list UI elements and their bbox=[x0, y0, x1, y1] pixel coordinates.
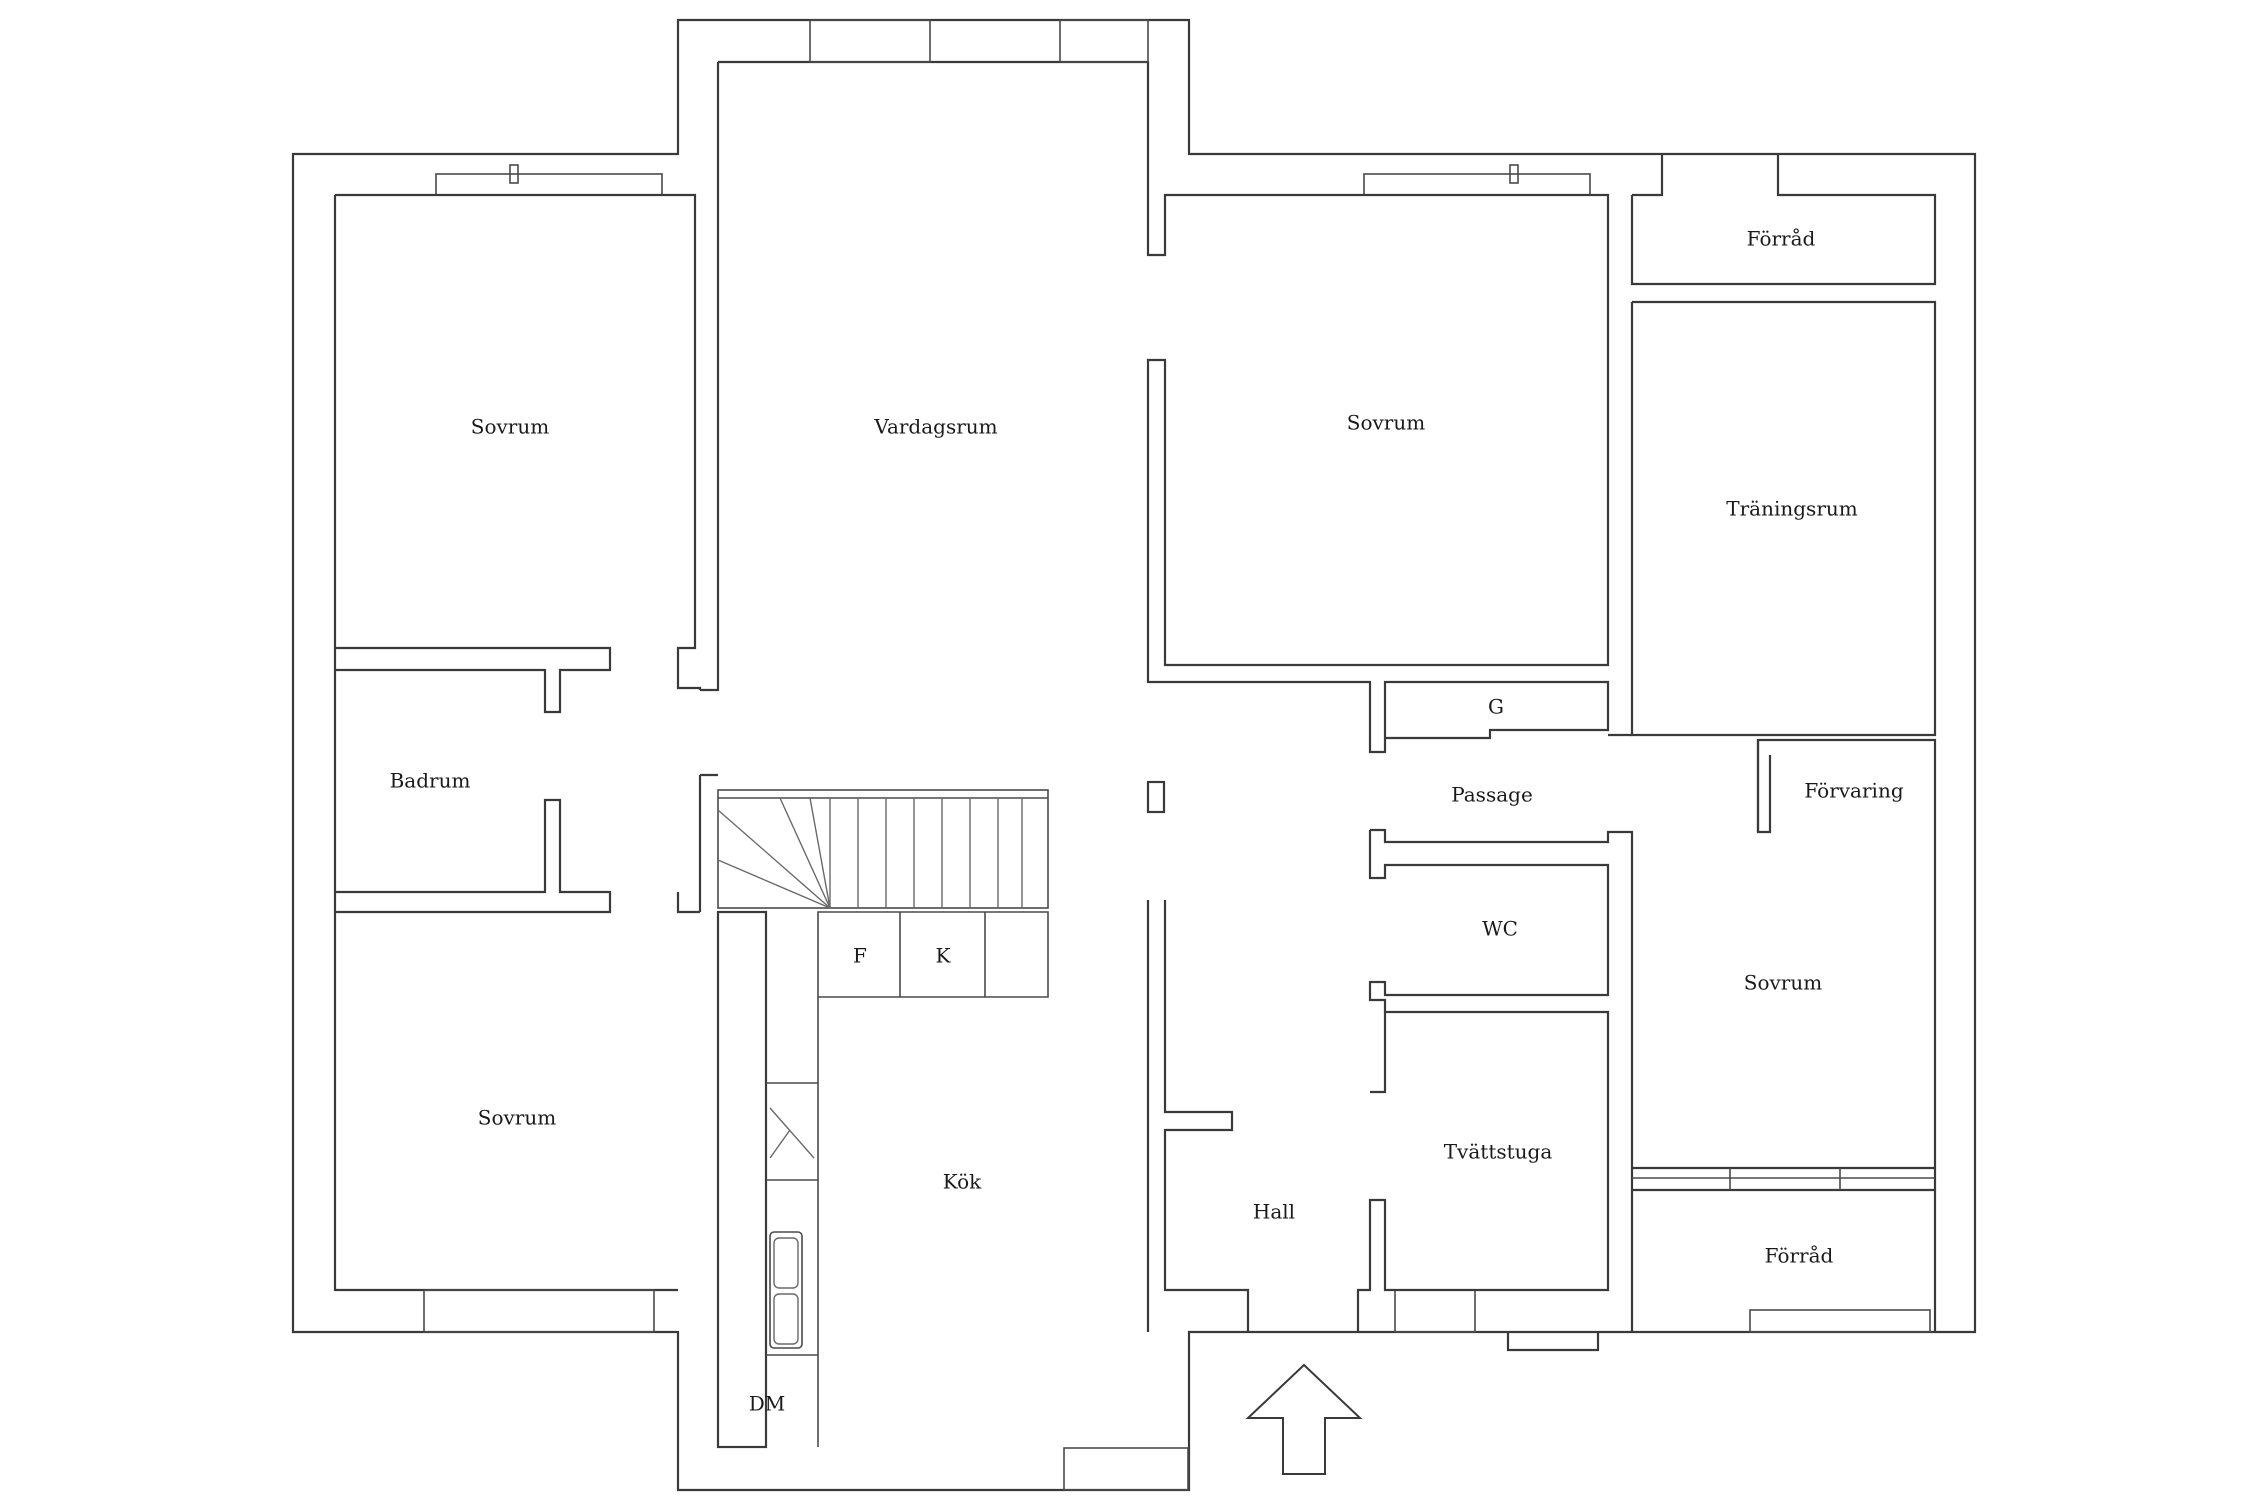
staircase bbox=[717, 789, 1049, 909]
label-forrad-se: Förråd bbox=[1765, 1244, 1834, 1268]
label-wc: WC bbox=[1482, 917, 1518, 941]
room-labels: Sovrum Vardagsrum Sovrum Förråd Tränings… bbox=[390, 227, 1904, 1416]
label-forrad-ne: Förråd bbox=[1747, 227, 1816, 251]
label-hall: Hall bbox=[1253, 1200, 1295, 1224]
label-vardagsrum: Vardagsrum bbox=[873, 415, 997, 439]
label-sovrum-n: Sovrum bbox=[1347, 411, 1425, 435]
label-sovrum-e: Sovrum bbox=[1744, 971, 1822, 995]
central-walls bbox=[1146, 154, 1634, 1352]
label-passage: Passage bbox=[1451, 783, 1533, 807]
windows bbox=[423, 19, 1931, 1491]
label-tvattstuga: Tvättstuga bbox=[1444, 1140, 1553, 1164]
label-badrum: Badrum bbox=[390, 769, 471, 793]
label-sovrum-sw: Sovrum bbox=[478, 1106, 556, 1130]
west-wing bbox=[335, 62, 720, 914]
label-k: K bbox=[936, 944, 952, 968]
label-forvaring: Förvaring bbox=[1804, 779, 1903, 803]
label-g: G bbox=[1488, 695, 1504, 719]
label-dm: DM bbox=[749, 1392, 786, 1416]
label-f: F bbox=[853, 944, 867, 968]
outer-walls bbox=[291, 18, 1977, 1492]
label-traningsrum: Träningsrum bbox=[1726, 497, 1857, 521]
label-kok: Kök bbox=[943, 1170, 982, 1194]
label-sovrum-nw: Sovrum bbox=[471, 415, 549, 439]
east-wing bbox=[1608, 154, 1937, 1332]
entrance-arrow-icon bbox=[1245, 1363, 1363, 1475]
kitchen bbox=[716, 910, 1049, 1449]
